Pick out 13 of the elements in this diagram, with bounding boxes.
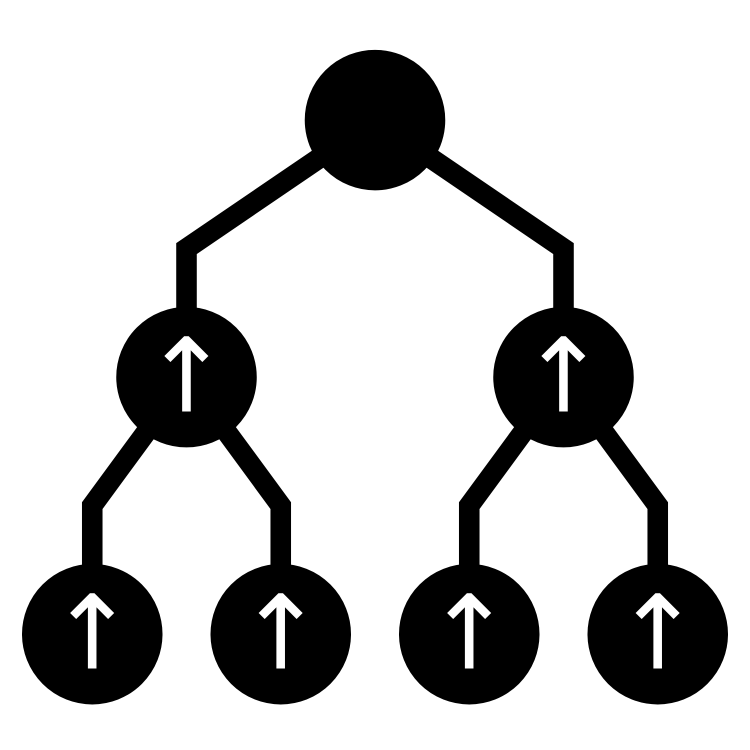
node-circle xyxy=(304,50,446,190)
connector xyxy=(82,426,154,566)
connector xyxy=(176,150,324,309)
connector xyxy=(426,150,574,309)
node-circle: ↑ xyxy=(116,306,257,448)
connector xyxy=(218,426,292,566)
connector xyxy=(458,426,532,566)
connector xyxy=(596,426,668,566)
node-circle: ↑ xyxy=(493,306,634,448)
node-circle: ↑ xyxy=(399,564,540,704)
node-circle: ↑ xyxy=(22,564,163,704)
node-circle: ↑ xyxy=(587,564,728,704)
node-circle: ↑ xyxy=(210,564,351,704)
